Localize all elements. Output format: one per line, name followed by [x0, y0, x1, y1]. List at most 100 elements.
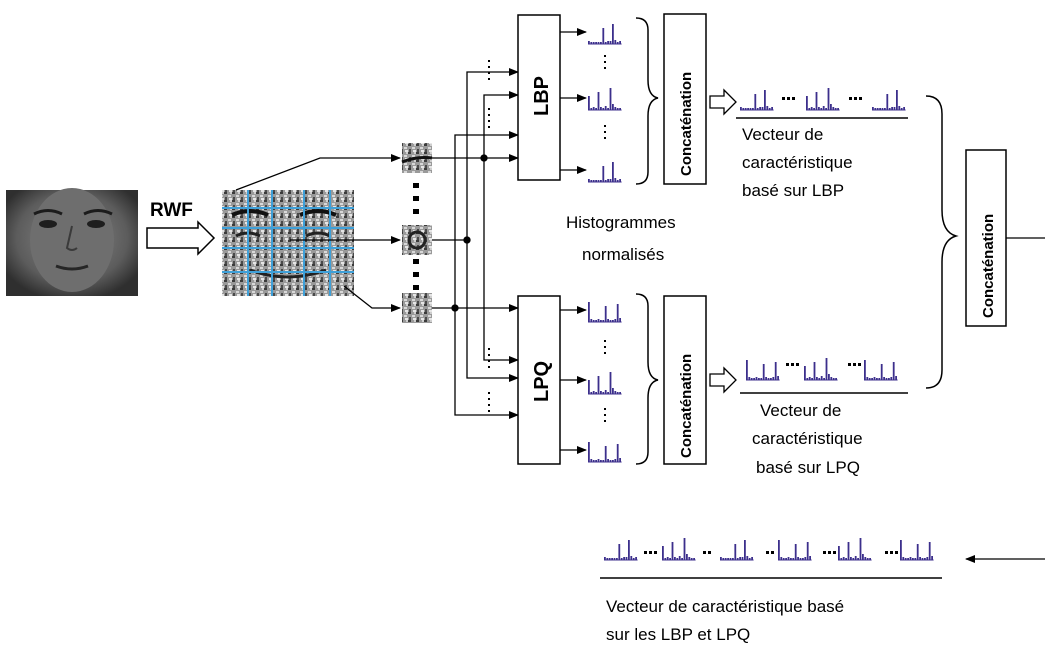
histogram-bar	[825, 358, 828, 380]
histogram-bar	[662, 546, 664, 560]
histogram-icon	[588, 372, 622, 395]
histogram-bar	[761, 107, 764, 110]
histogram-bar	[896, 90, 898, 110]
histogram-bar	[902, 557, 905, 560]
histogram-icon	[864, 360, 898, 381]
histogram-bar	[750, 378, 753, 380]
histogram-bar	[852, 558, 855, 560]
histogram-bar	[614, 40, 617, 44]
histogram-bar	[604, 446, 607, 462]
histogram-bar	[604, 106, 607, 110]
histogram-bar	[866, 558, 869, 560]
histogram-bar	[666, 557, 669, 560]
histogram-bar	[886, 94, 889, 110]
histogram-bar	[862, 554, 864, 560]
hollow-arrow	[709, 88, 737, 116]
histogram-bar	[607, 41, 609, 44]
histogram-bar	[664, 558, 667, 560]
histogram-bar	[782, 558, 785, 560]
histogram-bar	[838, 546, 840, 560]
histogram-bar	[869, 558, 871, 560]
histogram-icon	[720, 540, 754, 561]
histogram-bar	[825, 108, 827, 110]
histogram-bar	[907, 558, 909, 560]
histogram-bar	[872, 107, 874, 110]
histogram-bar	[609, 372, 612, 394]
histogram-bar	[742, 108, 745, 110]
histogram-bar	[744, 108, 747, 110]
histogram-bar	[590, 42, 593, 44]
histogram-bar	[893, 107, 896, 110]
histogram-bar	[604, 390, 607, 394]
histogram-bar	[785, 558, 787, 560]
lbp-label: LBP	[531, 76, 553, 116]
filtered-face-grid	[222, 190, 354, 296]
histogram-bar	[688, 557, 691, 560]
histogram-bar	[770, 378, 772, 380]
histogram-icon	[588, 162, 622, 183]
histogram-bar	[592, 320, 595, 322]
histogram-bar	[595, 42, 597, 44]
histogram-bar	[747, 108, 749, 110]
histogram-bar	[834, 108, 837, 110]
histogram-bar	[616, 304, 619, 322]
histogram-bar	[753, 378, 755, 380]
histogram-bar	[806, 96, 808, 110]
histogram-bar	[921, 558, 924, 560]
histogram-icon	[740, 90, 774, 111]
histogram-bar	[900, 540, 902, 560]
vector-lpq-caption-2: caractéristique	[752, 429, 863, 448]
histogram-bar	[806, 378, 809, 380]
lpq-label: LPQ	[531, 361, 553, 402]
histogram-bar	[787, 557, 790, 560]
vector-lpq-caption-3: basé sur LPQ	[756, 458, 860, 477]
histogram-bar	[597, 459, 600, 462]
histogram-bar	[607, 459, 609, 462]
vector-lbp-caption-3: basé sur LBP	[742, 181, 845, 200]
histogram-bar	[614, 391, 617, 394]
histogram-bar	[806, 542, 809, 560]
image-patch	[402, 225, 432, 255]
concat-lpq-label: Concaténation	[678, 354, 695, 458]
histogram-bar	[879, 108, 881, 110]
histogram-bar	[748, 558, 751, 560]
histogram-bar	[810, 107, 813, 110]
histogram-bar	[756, 108, 759, 110]
histogram-bar	[614, 459, 617, 462]
histogram-bar	[635, 557, 637, 560]
histogram-bar	[859, 538, 862, 560]
vector-lbp-caption-2: caractéristique	[742, 153, 853, 172]
histogram-bar	[746, 556, 749, 560]
histogram-bar	[588, 380, 590, 394]
histogram-bar	[748, 377, 751, 380]
histogram-bar	[614, 319, 617, 322]
histogram-bar	[827, 88, 830, 110]
histogram-bar	[595, 180, 597, 182]
vector-lpq-caption-1: Vecteur de	[760, 401, 842, 420]
histogram-bar	[604, 306, 607, 322]
histogram-bar	[804, 366, 806, 380]
histogram-bar	[625, 557, 628, 560]
histogram-bar	[693, 558, 695, 560]
histogram-bar	[609, 460, 612, 462]
histogram-bar	[854, 556, 857, 560]
histogram-bar	[608, 558, 611, 560]
histogram-bar	[926, 557, 929, 560]
histogram-bar	[864, 557, 867, 560]
histogram-bar	[671, 542, 674, 560]
histogram-icon	[872, 90, 906, 111]
histogram-bar	[590, 319, 593, 322]
histogram-bar	[612, 162, 614, 182]
histogram-icon	[746, 360, 780, 381]
histogram-bar	[802, 558, 804, 560]
histogram-bar	[895, 376, 897, 380]
histogram-bar	[600, 320, 602, 322]
image-patch	[401, 143, 433, 173]
histogram-bar	[884, 108, 886, 110]
histogram-bar	[883, 377, 885, 380]
histogram-bar	[612, 320, 614, 322]
concat-lbp-label: Concaténation	[678, 72, 695, 176]
histogram-bar	[799, 558, 802, 560]
histogram-bar	[614, 178, 617, 182]
histogram-bar	[595, 392, 597, 394]
